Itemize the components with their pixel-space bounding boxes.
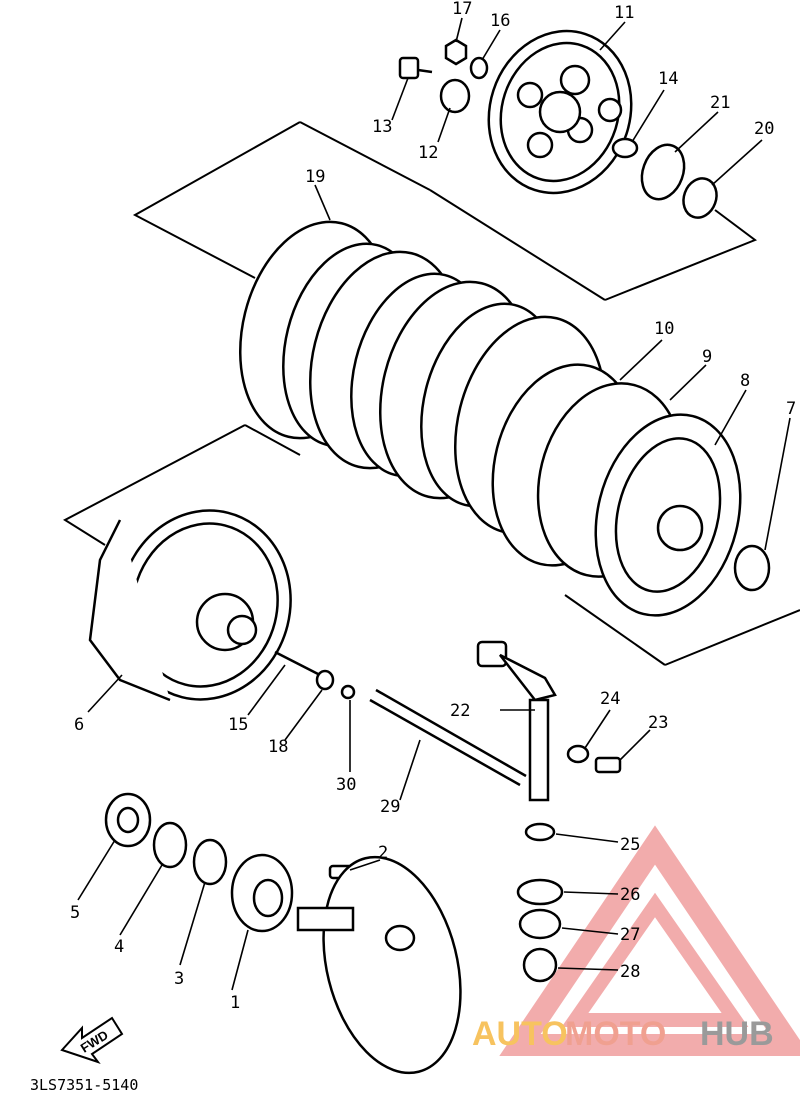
callout-labels: 1 2 3 4 5 6 7 8 9 10 11 12 13 14 15 16 1… [70, 0, 796, 1013]
leader-lines [77, 17, 791, 991]
callout-13: 13 [372, 117, 392, 137]
callout-6: 6 [74, 715, 84, 735]
watermark-part1: AUTO [472, 1015, 568, 1053]
watermark-text: AUTO MOTO HUB [472, 1015, 774, 1053]
callout-26: 26 [620, 885, 640, 905]
callout-12: 12 [418, 143, 438, 163]
callout-19: 19 [305, 167, 325, 187]
callout-1: 1 [230, 993, 240, 1013]
watermark-logo-icon [499, 825, 800, 1056]
callout-27: 27 [620, 925, 640, 945]
callout-29: 29 [380, 797, 400, 817]
callout-2: 2 [378, 843, 388, 863]
callout-10: 10 [654, 319, 674, 339]
callout-16: 16 [490, 11, 510, 31]
callout-18: 18 [268, 737, 288, 757]
callout-8: 8 [740, 371, 750, 391]
callout-22: 22 [450, 701, 470, 721]
callout-25: 25 [620, 835, 640, 855]
callout-5: 5 [70, 903, 80, 923]
callout-3: 3 [174, 969, 184, 989]
watermark-part2: MOTO [565, 1015, 666, 1053]
callout-17: 17 [452, 0, 472, 19]
push-lever-shaft [476, 640, 622, 802]
callout-24: 24 [600, 689, 620, 709]
shaft-small-parts [516, 822, 564, 983]
callout-15: 15 [228, 715, 248, 735]
push-rod-parts [274, 650, 527, 787]
primary-drive-parts [104, 792, 462, 1075]
part-code: 3LS7351-5140 [30, 1076, 138, 1094]
top-small-parts [398, 38, 718, 219]
callout-28: 28 [620, 962, 640, 982]
callout-30: 30 [336, 775, 356, 795]
callout-11: 11 [614, 3, 634, 23]
callout-14: 14 [658, 69, 678, 89]
clutch-boss-assembly [491, 363, 771, 617]
assembly-outline-upper [132, 121, 758, 301]
assembly-outline-lower [62, 424, 800, 666]
callout-9: 9 [702, 347, 712, 367]
callout-21: 21 [710, 93, 730, 113]
clutch-housing [88, 509, 292, 702]
pressure-plate [487, 29, 633, 195]
callout-20: 20 [754, 119, 774, 139]
callout-7: 7 [786, 399, 796, 419]
fwd-arrow-icon: FWD [60, 1016, 124, 1064]
callout-23: 23 [648, 713, 668, 733]
callout-4: 4 [114, 937, 124, 957]
watermark-part3: HUB [700, 1015, 774, 1053]
